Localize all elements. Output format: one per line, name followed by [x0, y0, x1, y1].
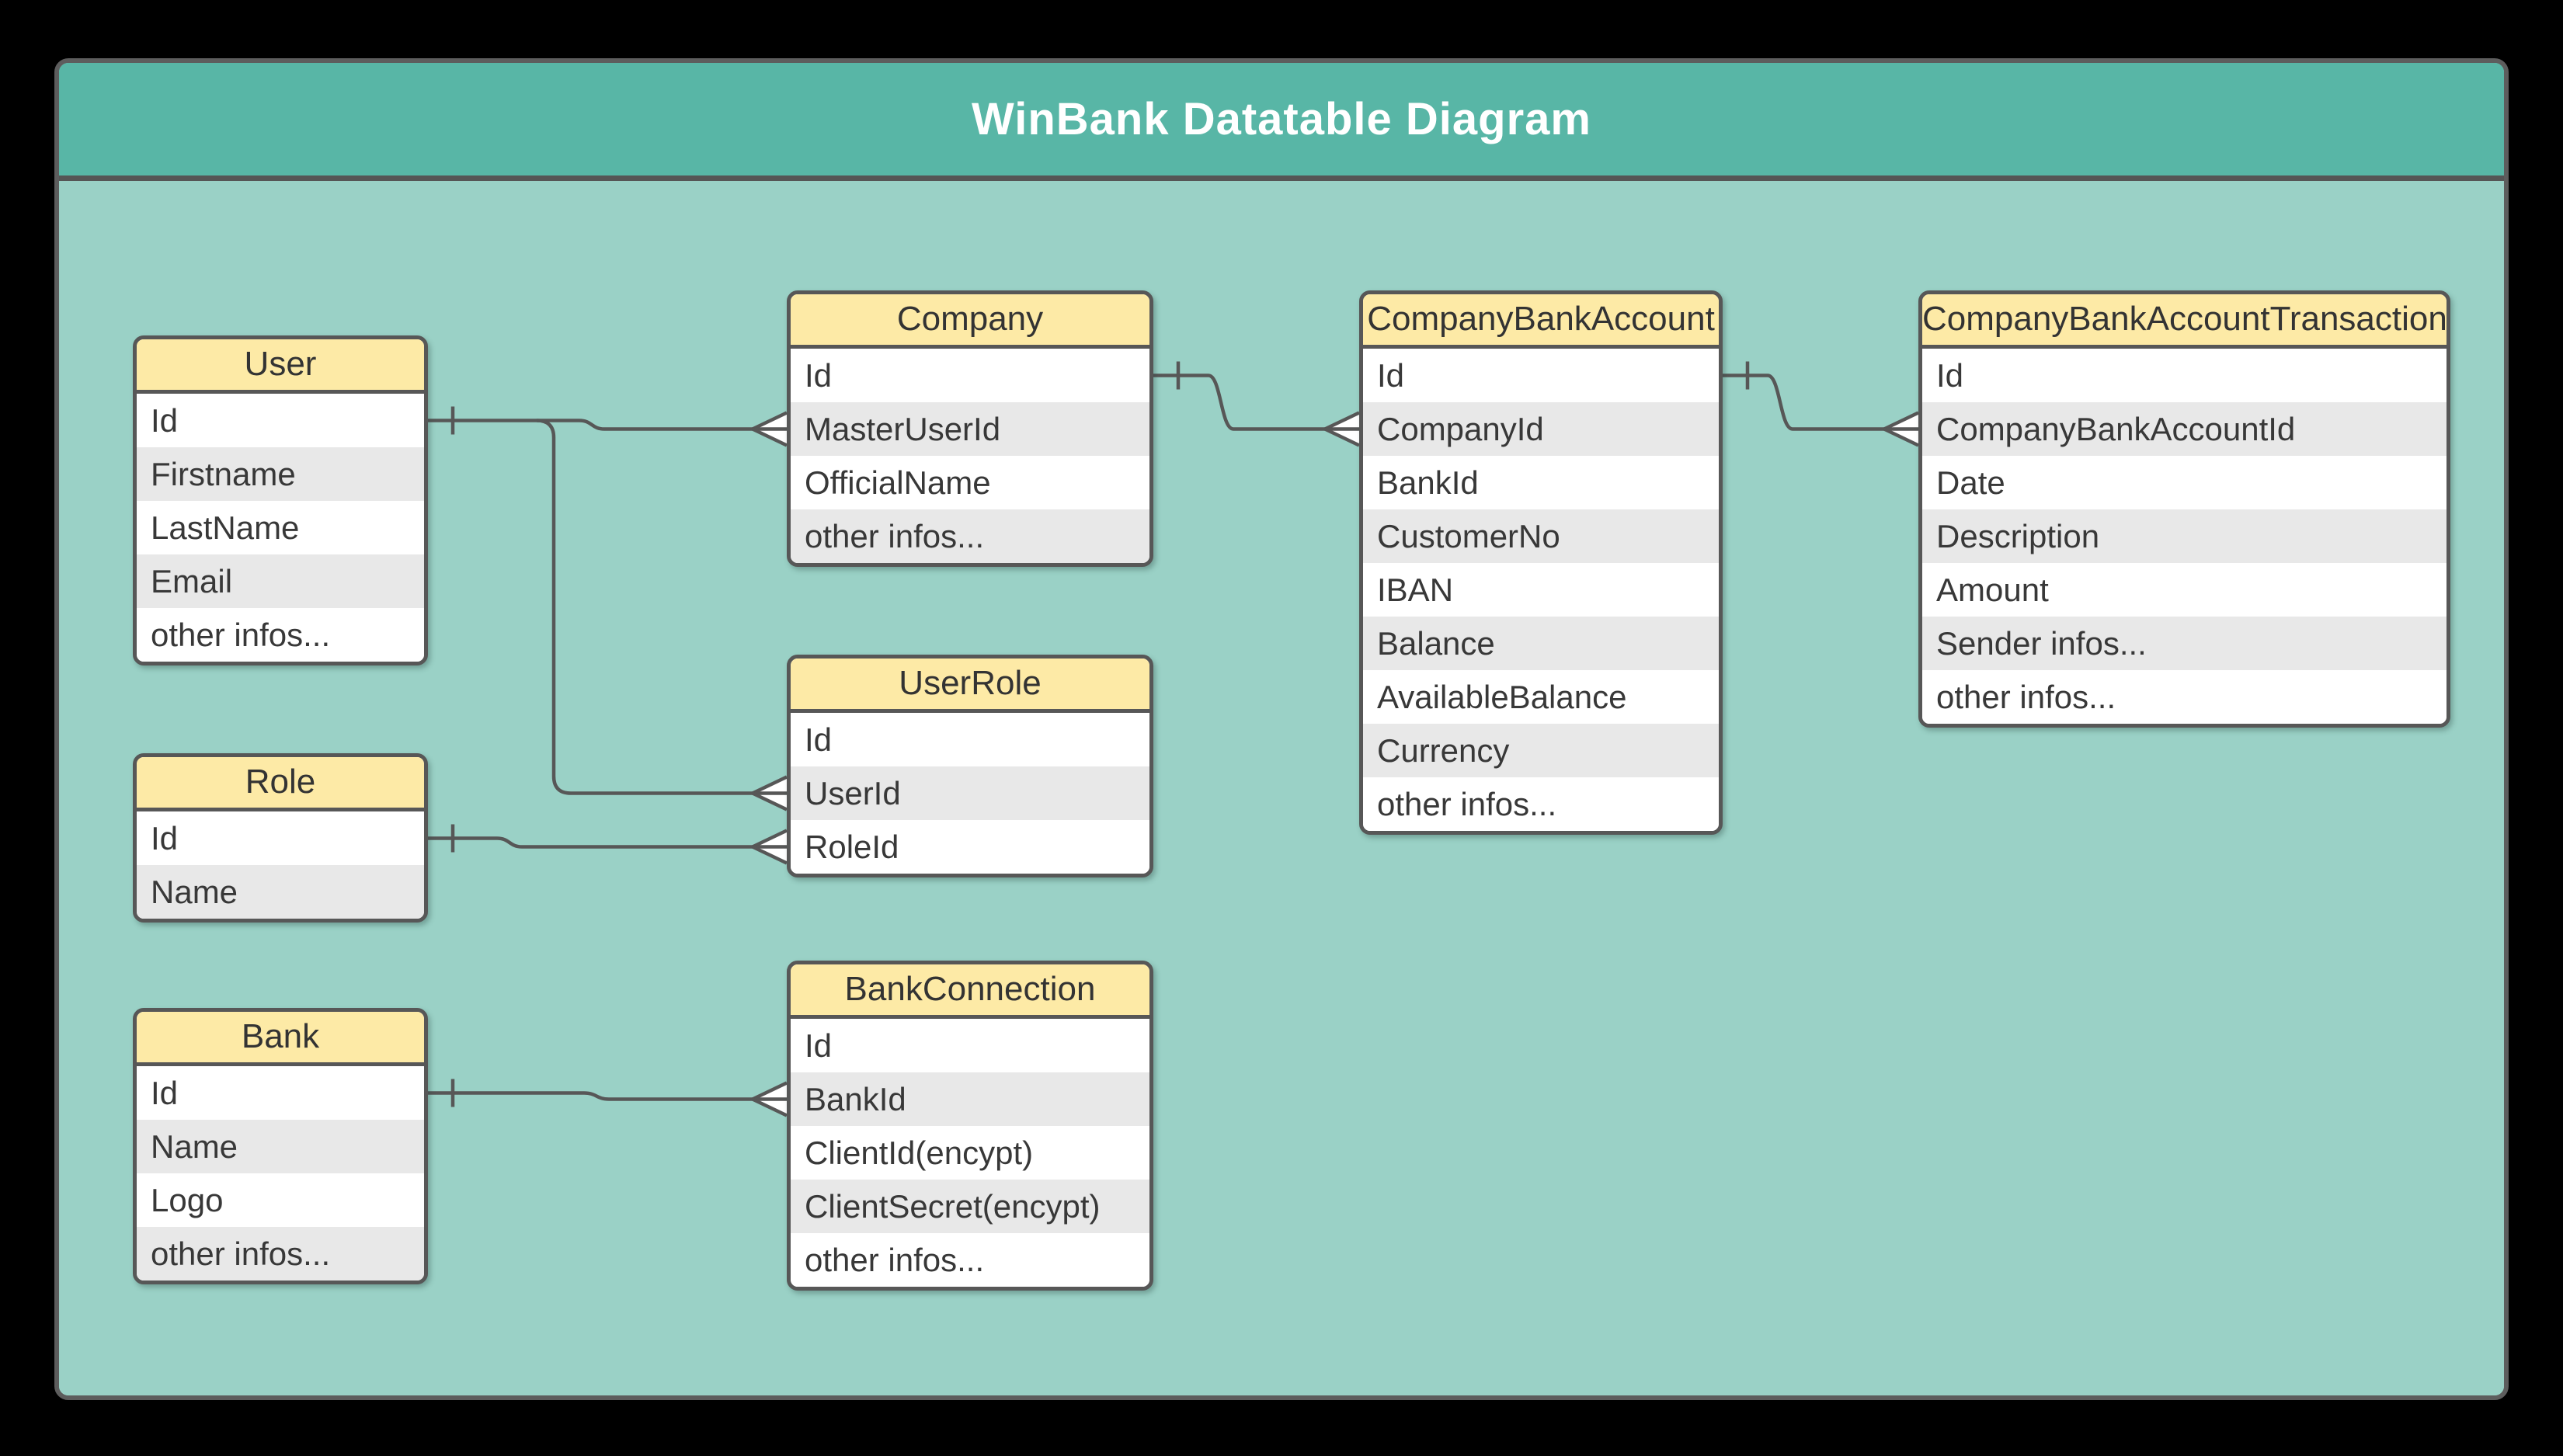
field-row-companybankaccount-bankid: BankId	[1363, 456, 1719, 509]
field-row-role-name: Name	[137, 865, 424, 919]
field-row-bank-id: Id	[137, 1066, 424, 1120]
field-row-user-lastname: LastName	[137, 501, 424, 554]
entity-table-title: CompanyBankAccount	[1363, 294, 1719, 349]
field-row-companybankaccount-iban: IBAN	[1363, 563, 1719, 617]
field-row-user-other-infos: other infos...	[137, 608, 424, 662]
field-row-bankconnection-clientid-encypt: ClientId(encypt)	[791, 1126, 1149, 1180]
field-row-user-email: Email	[137, 554, 424, 608]
field-row-bankconnection-clientsecret-encypt: ClientSecret(encypt)	[791, 1180, 1149, 1233]
entity-table-title: Bank	[137, 1012, 424, 1066]
field-row-companybankaccount-id: Id	[1363, 349, 1719, 402]
field-row-userrole-userid: UserId	[791, 766, 1149, 820]
field-row-bank-logo: Logo	[137, 1173, 424, 1227]
field-row-company-other-infos: other infos...	[791, 509, 1149, 563]
field-row-companybankaccounttransaction-amount: Amount	[1922, 563, 2446, 617]
diagram-title: WinBank Datatable Diagram	[971, 94, 1591, 144]
entity-table-title: CompanyBankAccountTransaction	[1922, 294, 2446, 349]
field-row-companybankaccount-customerno: CustomerNo	[1363, 509, 1719, 563]
field-row-bank-name: Name	[137, 1120, 424, 1173]
field-row-userrole-id: Id	[791, 713, 1149, 766]
field-row-bankconnection-id: Id	[791, 1019, 1149, 1072]
field-row-companybankaccounttransaction-other-infos: other infos...	[1922, 670, 2446, 724]
entity-table-title: UserRole	[791, 659, 1149, 713]
field-row-userrole-roleid: RoleId	[791, 820, 1149, 874]
field-row-company-officialname: OfficialName	[791, 456, 1149, 509]
field-row-companybankaccount-availablebalance: AvailableBalance	[1363, 670, 1719, 724]
field-row-company-masteruserid: MasterUserId	[791, 402, 1149, 456]
field-row-company-id: Id	[791, 349, 1149, 402]
entity-table-title: Role	[137, 757, 424, 811]
field-row-companybankaccounttransaction-id: Id	[1922, 349, 2446, 402]
field-row-user-firstname: Firstname	[137, 447, 424, 501]
entity-table-title: User	[137, 339, 424, 394]
field-row-bank-other-infos: other infos...	[137, 1227, 424, 1281]
diagram-title-bar: WinBank Datatable Diagram	[59, 63, 2504, 181]
field-row-companybankaccounttransaction-description: Description	[1922, 509, 2446, 563]
field-row-role-id: Id	[137, 811, 424, 865]
field-row-companybankaccount-currency: Currency	[1363, 724, 1719, 777]
field-row-bankconnection-other-infos: other infos...	[791, 1233, 1149, 1287]
entity-table-title: Company	[791, 294, 1149, 349]
field-row-companybankaccount-other-infos: other infos...	[1363, 777, 1719, 831]
field-row-user-id: Id	[137, 394, 424, 447]
field-row-companybankaccounttransaction-companybankaccountid: CompanyBankAccountId	[1922, 402, 2446, 456]
field-row-bankconnection-bankid: BankId	[791, 1072, 1149, 1126]
entity-table-title: BankConnection	[791, 964, 1149, 1019]
field-row-companybankaccount-balance: Balance	[1363, 617, 1719, 670]
field-row-companybankaccount-companyid: CompanyId	[1363, 402, 1719, 456]
field-row-companybankaccounttransaction-date: Date	[1922, 456, 2446, 509]
field-row-companybankaccounttransaction-sender-infos: Sender infos...	[1922, 617, 2446, 670]
